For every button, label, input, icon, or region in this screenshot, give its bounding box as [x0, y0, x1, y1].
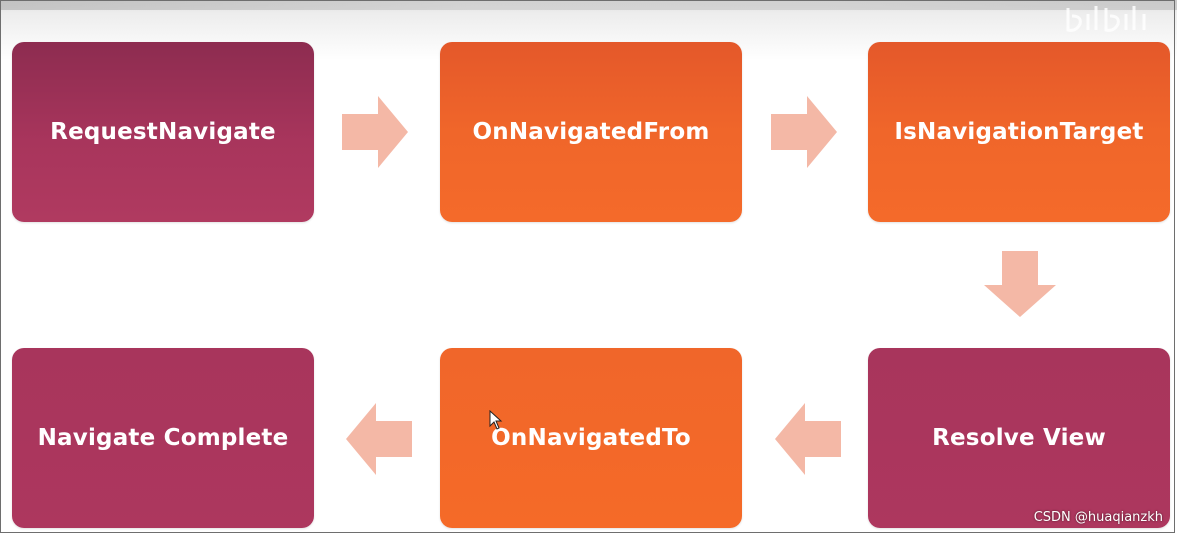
top-strip	[0, 0, 1177, 10]
step-navigate-complete: Navigate Complete	[12, 348, 314, 528]
arrow-down-icon	[984, 251, 1056, 317]
step-resolve-view: Resolve View	[868, 348, 1170, 528]
step-label: IsNavigationTarget	[894, 119, 1144, 145]
step-label: RequestNavigate	[50, 119, 276, 145]
step-is-navigation-target: IsNavigationTarget	[868, 42, 1170, 222]
arrow-left-icon	[775, 403, 841, 475]
bilibili-logo	[1066, 6, 1146, 32]
step-on-navigated-to: OnNavigatedTo	[440, 348, 742, 528]
arrow-right-icon	[342, 96, 408, 168]
step-on-navigated-from: OnNavigatedFrom	[440, 42, 742, 222]
arrow-right-icon	[771, 96, 837, 168]
step-label: OnNavigatedFrom	[472, 119, 710, 145]
step-request-navigate: RequestNavigate	[12, 42, 314, 222]
watermark: CSDN @huaqianzkh	[1033, 510, 1163, 525]
step-label: Navigate Complete	[37, 425, 289, 451]
arrow-left-icon	[346, 403, 412, 475]
step-label: Resolve View	[932, 425, 1106, 451]
step-label: OnNavigatedTo	[491, 425, 691, 451]
mouse-cursor-icon	[489, 410, 503, 430]
